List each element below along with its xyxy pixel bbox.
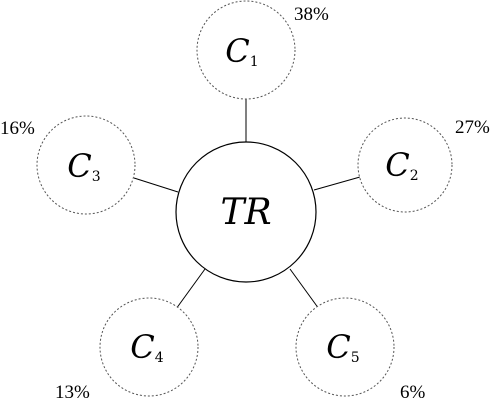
connector-c4 bbox=[175, 268, 206, 310]
node-c3-label: C3 bbox=[67, 147, 100, 185]
node-c4 bbox=[99, 297, 199, 397]
node-c3 bbox=[36, 115, 136, 215]
connector-c3 bbox=[133, 177, 179, 193]
node-c1 bbox=[196, 0, 296, 100]
node-c4-label: C4 bbox=[130, 328, 163, 366]
node-c2-label: C2 bbox=[385, 146, 418, 184]
center-label: TR bbox=[220, 192, 271, 233]
node-c2-share: 27% bbox=[455, 117, 490, 138]
connector-c2 bbox=[313, 176, 361, 191]
node-c3-share: 16% bbox=[0, 118, 35, 139]
node-c5-label: C5 bbox=[326, 328, 359, 366]
connector-c5 bbox=[289, 268, 320, 310]
node-c1-share: 38% bbox=[294, 4, 329, 25]
node-c4-share: 13% bbox=[55, 382, 90, 401]
node-c2 bbox=[357, 117, 453, 213]
center-node bbox=[175, 141, 317, 283]
node-c5-share: 6% bbox=[400, 382, 426, 401]
node-c1-label: C1 bbox=[225, 32, 258, 70]
node-c5 bbox=[295, 297, 395, 397]
